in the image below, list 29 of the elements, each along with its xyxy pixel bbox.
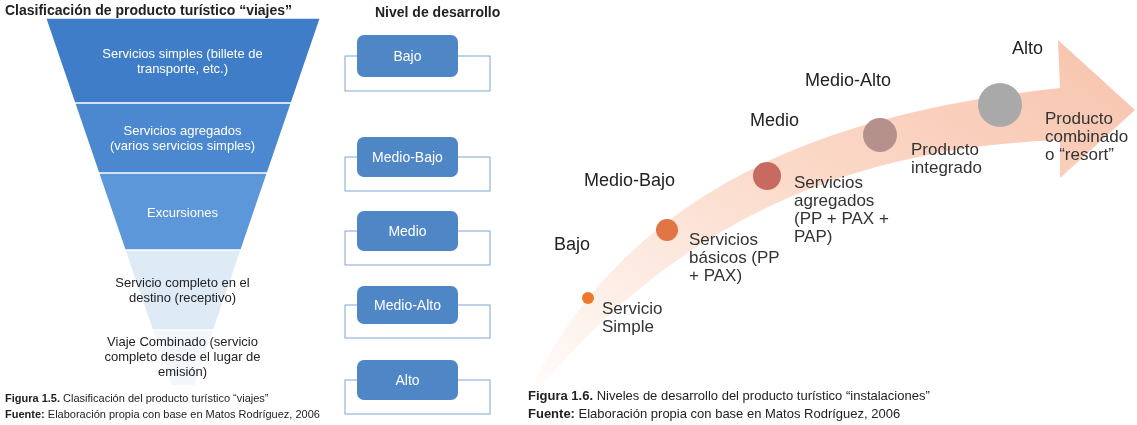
source-note: Fuente: Elaboración propia con base en Matos Rodríguez, 2006 [528, 406, 901, 421]
level-text: Servicios simples (billete de transporte, etc.) [101, 45, 264, 76]
level-box: Medio-Bajo [357, 137, 458, 177]
level-label: Medio-Bajo [584, 170, 676, 191]
level-label: Bajo [554, 234, 591, 255]
level-box: Bajo [357, 35, 458, 77]
level-box: Medio [357, 211, 458, 251]
level-box: Alto [357, 360, 458, 400]
node-caption: Servicios agregados (PP + PAX + PAP) [794, 174, 890, 246]
figure-caption: Figura 1.6. Niveles de desarrollo del producto turístico “instalaciones” [528, 388, 930, 403]
level-label: Medio [750, 110, 800, 131]
node-caption: Servicios básicos (PP + PAX) [689, 231, 781, 285]
node-caption: Producto combinado o “resort” [1045, 110, 1130, 164]
level-box: Medio-Alto [357, 286, 458, 324]
level-dot [582, 292, 594, 304]
level-text: Servicio completo en el destino (receptivo) [114, 275, 251, 305]
level-dot [978, 83, 1022, 127]
level-label: Medio-Alto [805, 70, 892, 91]
heading: Clasificación de producto turístico “viajes” [5, 2, 293, 18]
level-text: Excursiones [146, 204, 219, 219]
level-dot [656, 219, 678, 241]
level-text: Viaje Combinado (servicio completo desde el lugar de emisión) [103, 334, 262, 379]
pyramid-level [45, 18, 320, 103]
node-caption: Producto integrado [911, 141, 983, 177]
heading: Nivel de desarrollo [375, 4, 501, 20]
node-caption: Servicio Simple [602, 300, 664, 336]
level-text: Servicios agregados (varios servicios simples) [108, 123, 257, 153]
source-note: Fuente: Elaboración propia con base en Matos Rodríguez, 2006 [5, 408, 320, 420]
level-label: Alto [1012, 38, 1044, 59]
